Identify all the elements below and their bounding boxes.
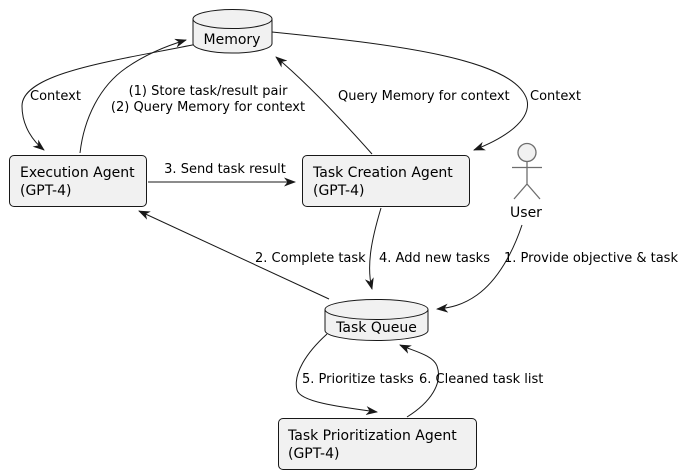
node-task-prioritization-agent: Task Prioritization Agent (GPT-4) [278, 418, 477, 470]
task-queue-label: Task Queue [335, 320, 417, 336]
edge-label-cleaned-task-list: 6. Cleaned task list [419, 372, 543, 387]
edge-label-complete-task: 2. Complete task [255, 251, 366, 266]
edge-memory-to-execution [21, 43, 198, 151]
user-label: User [510, 205, 542, 221]
edge-label-query-memory-2: (2) Query Memory for context [111, 100, 305, 115]
edge-labels: Context (1) Store task/result pair (2) Q… [30, 84, 678, 387]
task-creation-agent-box [302, 155, 470, 207]
edge-label-provide-objective: 1. Provide objective & task [504, 251, 678, 266]
task-queue-cylinder-top [324, 299, 429, 320]
edge-creation-to-memory [275, 56, 373, 155]
node-memory: Memory [192, 9, 273, 54]
task-prioritization-agent-title: Task Prioritization Agent [287, 428, 457, 444]
user-actor-body-icon [512, 161, 542, 200]
task-creation-agent-subtitle: (GPT-4) [313, 183, 364, 199]
execution-agent-subtitle: (GPT-4) [20, 183, 71, 199]
edge-creation-to-queue [364, 207, 382, 290]
edge-queue-to-execution [138, 210, 330, 300]
task-prioritization-agent-subtitle: (GPT-4) [288, 446, 339, 462]
edge-label-store-task-result: (1) Store task/result pair [129, 84, 289, 99]
edge-execution-to-memory [79, 38, 187, 154]
task-prioritization-agent-box [278, 418, 477, 470]
node-execution-agent: Execution Agent (GPT-4) [9, 155, 147, 207]
task-creation-agent-title: Task Creation Agent [312, 165, 453, 181]
edge-label-prioritize-tasks: 5. Prioritize tasks [302, 372, 414, 387]
edge-prioritization-to-queue [399, 344, 439, 418]
user-actor-head-icon [517, 142, 537, 163]
edge-user-to-queue [436, 224, 523, 313]
node-task-creation-agent: Task Creation Agent (GPT-4) [302, 155, 470, 207]
edge-label-add-new-tasks: 4. Add new tasks [379, 251, 490, 266]
node-user-actor: User [510, 142, 542, 221]
edges [21, 31, 528, 418]
edge-label-send-task-result: 3. Send task result [164, 162, 286, 177]
execution-agent-title: Execution Agent [20, 165, 135, 181]
memory-label: Memory [204, 32, 261, 48]
edge-memory-to-creation [271, 31, 528, 151]
edge-queue-to-prioritization [295, 333, 378, 415]
node-task-queue: Task Queue [324, 299, 429, 341]
edge-label-query-memory: Query Memory for context [338, 89, 510, 104]
memory-cylinder-top [192, 9, 273, 29]
edge-label-context-left: Context [30, 89, 81, 104]
edge-label-context-right: Context [530, 89, 581, 104]
execution-agent-box [9, 155, 147, 207]
